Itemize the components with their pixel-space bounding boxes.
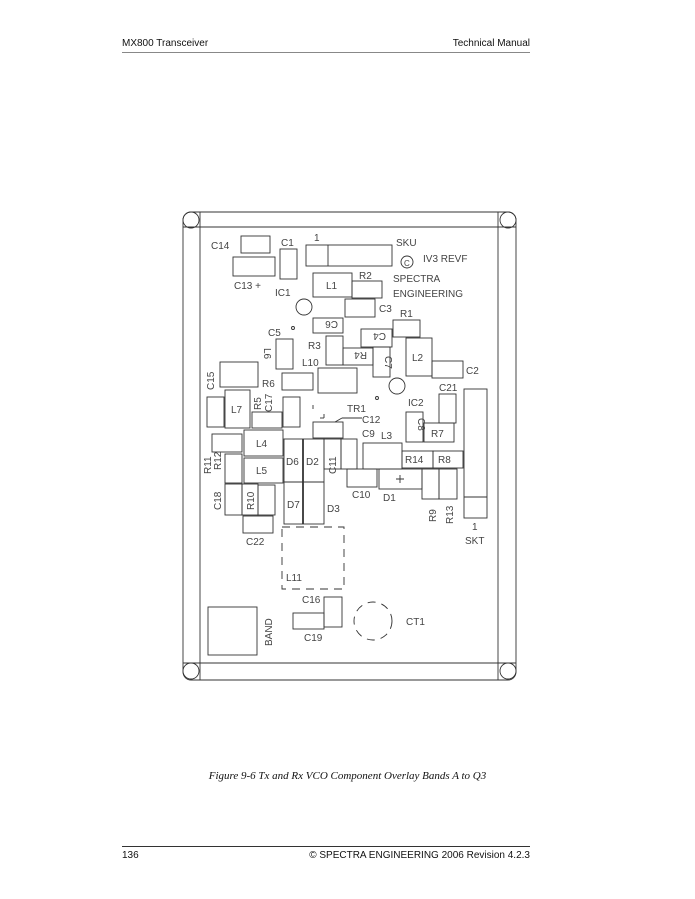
label-c10: C10 bbox=[352, 490, 371, 501]
label-l5: L5 bbox=[256, 466, 268, 477]
label-r12: R12 bbox=[213, 451, 224, 470]
label-c15: C15 bbox=[206, 371, 217, 390]
label-d6: D6 bbox=[286, 457, 299, 468]
label-l3: L3 bbox=[381, 431, 393, 442]
label-c9: C9 bbox=[362, 429, 375, 440]
label-r10: R10 bbox=[246, 491, 257, 510]
component-labels: C14 C1 1 SKU C IV3 REVF C13 + IC1 L1 R2 … bbox=[203, 233, 484, 646]
label-revision: IV3 REVF bbox=[423, 254, 467, 265]
label-d7: D7 bbox=[287, 500, 300, 511]
label-sku: SKU bbox=[396, 238, 417, 249]
label-r14: R14 bbox=[405, 455, 424, 466]
label-c4: C4 bbox=[373, 330, 386, 341]
label-r2: R2 bbox=[359, 271, 372, 282]
label-skt: SKT bbox=[465, 536, 484, 547]
label-c6: C6 bbox=[325, 318, 338, 329]
label-c13: C13 + bbox=[234, 281, 261, 292]
label-c18: C18 bbox=[213, 491, 224, 510]
label-r3: R3 bbox=[308, 341, 321, 352]
label-d1: D1 bbox=[383, 493, 396, 504]
label-r4: R4 bbox=[354, 349, 367, 360]
label-ic1: IC1 bbox=[275, 288, 291, 299]
label-spectra: SPECTRA bbox=[393, 274, 441, 285]
label-l10: L10 bbox=[302, 358, 319, 369]
label-r5: R5 bbox=[253, 397, 264, 410]
label-c1: C1 bbox=[281, 238, 294, 249]
label-pin1-top: 1 bbox=[314, 233, 320, 244]
copyright-symbol: C bbox=[404, 259, 410, 268]
header-manual: Technical Manual bbox=[452, 38, 530, 49]
label-c12: C12 bbox=[362, 415, 381, 426]
figure-caption: Figure 9-6 Tx and Rx VCO Component Overl… bbox=[208, 770, 487, 782]
label-c19: C19 bbox=[304, 633, 323, 644]
label-c16: C16 bbox=[302, 595, 321, 606]
label-r9: R9 bbox=[428, 509, 439, 522]
label-c21: C21 bbox=[439, 383, 458, 394]
label-c11: C11 bbox=[328, 456, 339, 474]
footer-copyright: © SPECTRA ENGINEERING 2006 Revision 4.2.… bbox=[309, 850, 530, 861]
label-d3: D3 bbox=[327, 504, 340, 515]
label-tr1: TR1 bbox=[347, 404, 366, 415]
label-pin1-skt: 1 bbox=[472, 522, 478, 533]
label-c2: C2 bbox=[466, 366, 479, 377]
label-l1: L1 bbox=[326, 281, 338, 292]
header-title: MX800 Transceiver bbox=[122, 38, 209, 49]
label-r13: R13 bbox=[445, 505, 456, 524]
label-c5: C5 bbox=[268, 328, 281, 339]
page-number: 136 bbox=[122, 850, 139, 861]
label-c8: C8 bbox=[415, 418, 426, 431]
label-engineering: ENGINEERING bbox=[393, 289, 463, 300]
label-c22: C22 bbox=[246, 537, 265, 548]
label-c14: C14 bbox=[211, 241, 230, 252]
label-l6: L6 bbox=[261, 348, 272, 360]
label-r11: R11 bbox=[203, 456, 214, 474]
label-ic2: IC2 bbox=[408, 398, 424, 409]
label-c3: C3 bbox=[379, 304, 392, 315]
label-l4: L4 bbox=[256, 439, 268, 450]
label-l7: L7 bbox=[231, 405, 243, 416]
header-rule bbox=[122, 52, 530, 53]
label-r1: R1 bbox=[400, 309, 413, 320]
board-outline bbox=[182, 211, 517, 681]
label-r8: R8 bbox=[438, 455, 451, 466]
label-c17: C17 bbox=[264, 393, 275, 412]
label-l11: L11 bbox=[286, 573, 302, 584]
label-l2: L2 bbox=[412, 353, 424, 364]
label-r6: R6 bbox=[262, 379, 275, 390]
component-outlines bbox=[206, 235, 488, 656]
label-ct1: CT1 bbox=[406, 617, 425, 628]
label-r7: R7 bbox=[431, 429, 444, 440]
label-c7: C7 bbox=[382, 356, 393, 369]
label-d2: D2 bbox=[306, 457, 319, 468]
label-band: BAND bbox=[264, 618, 275, 646]
footer-rule bbox=[122, 846, 530, 847]
